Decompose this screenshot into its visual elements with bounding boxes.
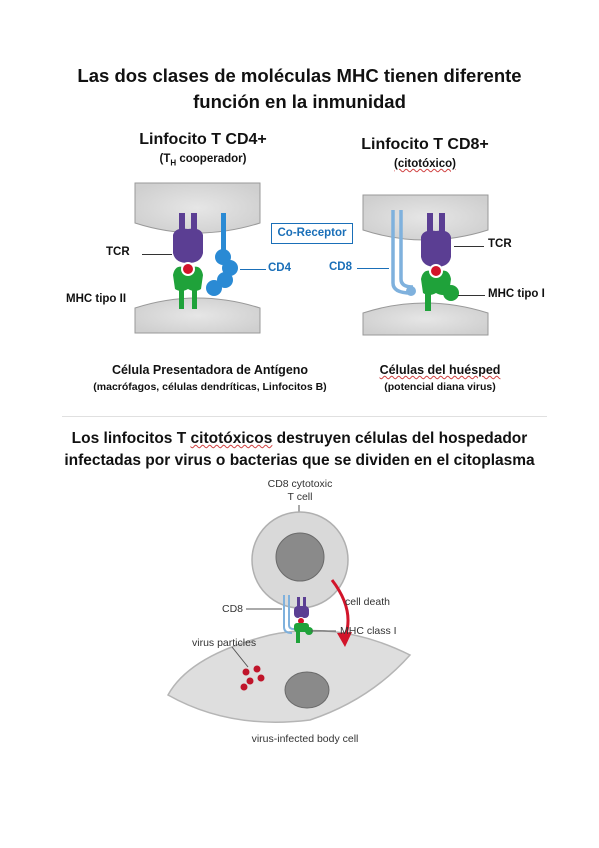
- apc-caption: Célula Presentadora de Antígeno: [111, 363, 309, 377]
- body-cell-label: virus-infected body cell: [251, 733, 359, 745]
- left-tcr-pointer: [142, 254, 172, 255]
- section2-title-line1: Los linfocitos T citotóxicos destruyen c…: [71, 430, 528, 447]
- apc-caption-detail: (macrófagos, células dendríticas, Linfoc…: [93, 381, 327, 393]
- bottom-cd8-label: CD8: [222, 603, 244, 615]
- apc-membrane-bottom: [134, 297, 261, 334]
- tcr-molecule: [173, 213, 203, 263]
- mhc2-label: MHC tipo II: [66, 293, 127, 305]
- mhc1-pointer: [458, 295, 485, 296]
- host-caption-detail: (potencial diana virus): [384, 381, 496, 393]
- cd8-coreceptor-small: [283, 595, 295, 634]
- tcr-molecule: [421, 213, 451, 267]
- mhc1-label: MHC tipo I: [488, 288, 545, 300]
- cd8-subheading: (citotóxico): [394, 158, 456, 170]
- tcell-label-line2: T cell: [287, 491, 313, 503]
- antigen-peptide: [429, 264, 443, 278]
- tcr-small: [294, 597, 309, 618]
- mhc2-molecule: [173, 266, 203, 309]
- right-tcr-label: TCR: [488, 238, 512, 250]
- cd8-pointer: [357, 268, 389, 269]
- cytotoxic-killing-diagram: [166, 505, 412, 723]
- antigen-peptide: [181, 262, 195, 276]
- right-tcr-pointer: [454, 246, 484, 247]
- cd4-pointer: [240, 269, 266, 270]
- cd8-mhc1-diagram: [362, 194, 489, 336]
- cell-death-arrowhead: [337, 632, 352, 647]
- left-tcr-label: TCR: [106, 246, 130, 258]
- host-caption: Células del huésped: [379, 363, 501, 377]
- body-cell-nucleus: [284, 671, 330, 709]
- virus-leader: [231, 646, 249, 668]
- page-title-line1: Las dos clases de moléculas MHC tienen d…: [77, 65, 522, 86]
- section-divider: [62, 416, 547, 417]
- cd4-heading: Linfocito T CD4+: [139, 131, 267, 148]
- virus-particles: [240, 665, 265, 691]
- mhc1-molecule: [421, 270, 459, 311]
- t-cell-nucleus: [275, 532, 325, 582]
- tcell-label-line1: CD8 cytotoxic: [267, 478, 333, 490]
- infected-body-cell: [166, 629, 412, 723]
- page-title-line2: función en la inmunidad: [193, 91, 406, 112]
- cd8-label: CD8: [329, 261, 353, 273]
- co-receptor-box: Co-Receptor: [271, 223, 353, 244]
- t-cell-membrane-top: [134, 182, 261, 234]
- section2-title-line2: infectadas por virus o bacterias que se …: [64, 452, 535, 469]
- cd4-label: CD4: [268, 262, 292, 274]
- cd4-subheading: (TH cooperador): [159, 153, 247, 168]
- cd4-coreceptor: [206, 213, 238, 296]
- cd4-mhc2-diagram: [134, 182, 261, 334]
- mhc1-small: [294, 623, 313, 643]
- virus-particles-label: virus particles: [192, 637, 257, 649]
- bottom-mhc1-label: MHC class I: [340, 625, 397, 637]
- cd8-heading: Linfocito T CD8+: [361, 136, 489, 153]
- cell-death-label: cell death: [345, 596, 390, 608]
- cd8-head: [406, 286, 416, 296]
